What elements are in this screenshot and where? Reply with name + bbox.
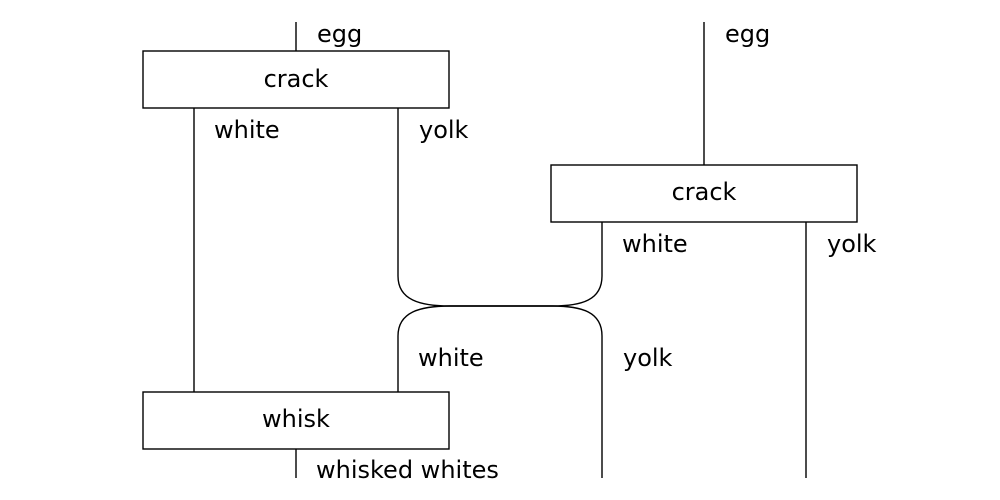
crack-box-left-label: crack [264, 65, 329, 93]
whisk-box-label: whisk [262, 405, 330, 433]
label-egg-right: egg [725, 20, 770, 48]
label-white-3: white [418, 344, 484, 372]
crack-box-right-label: crack [672, 178, 737, 206]
wire-crossing-lower [397, 305, 603, 478]
crack-box-left: crack [142, 50, 450, 109]
label-white-2: white [622, 230, 688, 258]
label-egg-left: egg [317, 20, 362, 48]
crack-box-right: crack [550, 164, 858, 223]
label-yolk-2: yolk [827, 230, 877, 258]
label-yolk-1: yolk [419, 116, 469, 144]
label-white-1: white [214, 116, 280, 144]
label-whisked-whites: whisked whites [316, 456, 499, 484]
whisk-box: whisk [142, 391, 450, 450]
label-yolk-3: yolk [623, 344, 673, 372]
